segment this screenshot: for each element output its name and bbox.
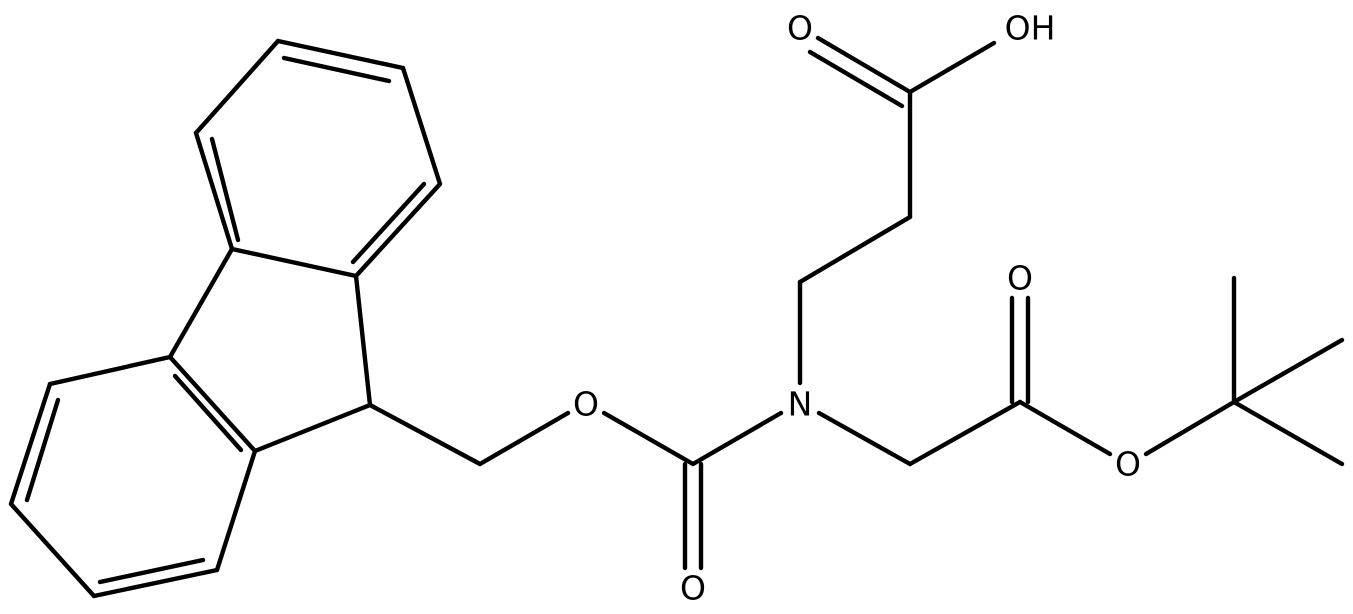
atom-label-o-fmoc-ester: O xyxy=(573,385,599,424)
fluorene-top-ring xyxy=(193,38,443,279)
atom-label-o-acid-carbonyl: O xyxy=(787,9,813,48)
fluorene-five-ring xyxy=(167,246,373,454)
atom-label-nitrogen: N xyxy=(788,385,813,424)
atom-label-o-tbu-ester: O xyxy=(1115,445,1141,484)
atom-label-o-carbamate-carbonyl: O xyxy=(680,569,706,608)
fluorene-bottom-ring xyxy=(8,354,258,599)
tert-butyl-ester-bonds xyxy=(816,275,1345,467)
atom-label-o-ester-carbonyl: O xyxy=(1007,259,1033,298)
fmoc-linker-bonds xyxy=(367,402,784,571)
propanoic-acid-bonds xyxy=(797,35,997,386)
atom-label-oh: OH xyxy=(1005,9,1056,48)
